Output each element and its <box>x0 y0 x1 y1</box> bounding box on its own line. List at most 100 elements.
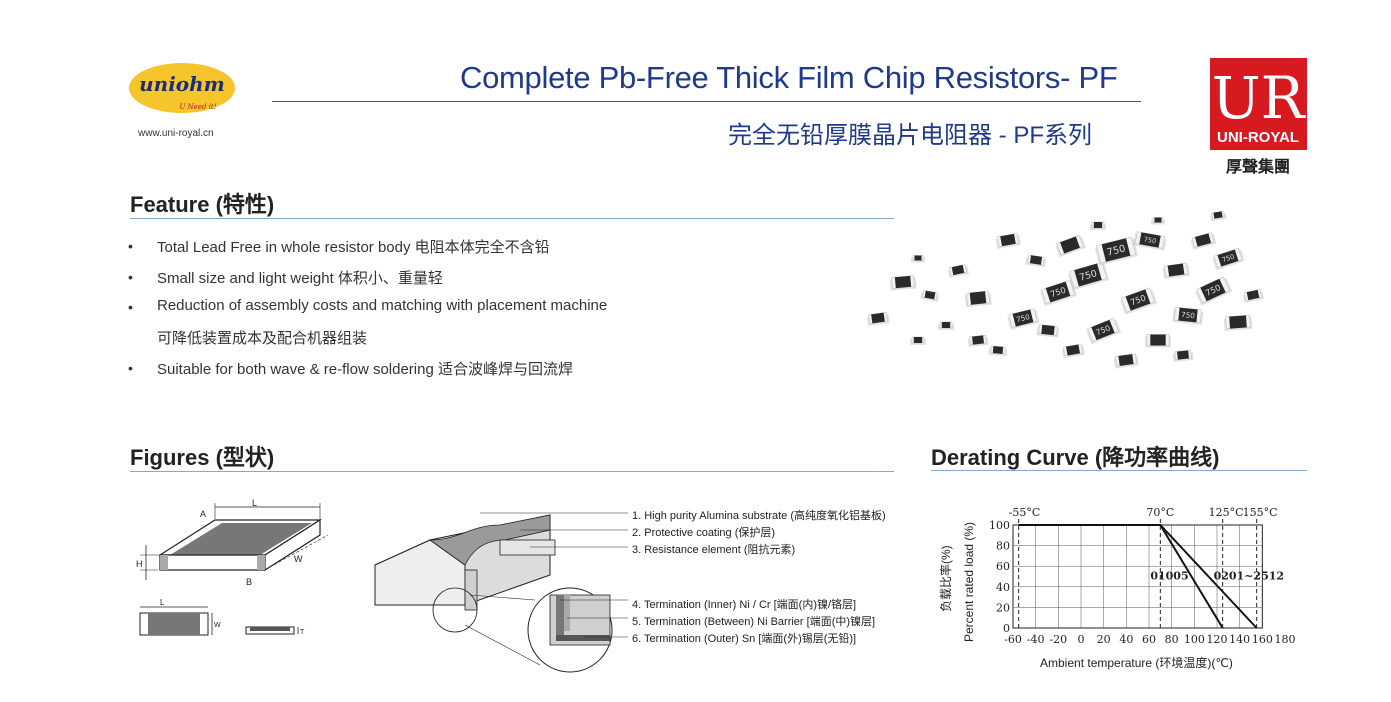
chip-resistor <box>1145 334 1171 348</box>
chip-marking: 750 <box>1143 235 1157 245</box>
layer-label: 4. Termination (Inner) Ni / Cr [端面(内)镍/铬… <box>632 599 857 611</box>
dim-l: L <box>252 498 257 508</box>
chip-resistor <box>947 264 970 278</box>
x-tick-label: 60 <box>1142 633 1156 646</box>
dim-w-top: W <box>214 622 221 629</box>
temp-mark-label: 155°C <box>1243 506 1278 519</box>
ur-brand: UNI-ROYAL <box>1217 129 1299 146</box>
uniohm-logo: uniohm U Need it! <box>129 63 235 113</box>
x-tick-label: 40 <box>1119 633 1133 646</box>
chip-resistor <box>1223 314 1253 331</box>
chip-resistor <box>1061 343 1085 359</box>
curve-label-0201-2512: 0201~2512 <box>1214 570 1284 583</box>
y-axis-label-en: Percent rated load (%) <box>962 522 976 642</box>
chip-resistor <box>995 233 1022 249</box>
chip-resistor: 750 <box>1212 247 1245 271</box>
page-subtitle-cn: 完全无铅厚膜晶片电阻器 - PF系列 <box>728 122 1092 149</box>
x-tick-label: 20 <box>1097 633 1111 646</box>
y-tick-label: 40 <box>996 581 1010 594</box>
x-axis-label: Ambient temperature (环境温度)(℃) <box>1040 655 1233 670</box>
derating-rule <box>931 470 1307 471</box>
dim-a: A <box>200 509 206 519</box>
layer-label: 3. Resistance element (阻抗元素) <box>632 544 796 556</box>
title-divider <box>272 101 1141 102</box>
bullet-icon: • <box>128 269 133 285</box>
y-tick-label: 60 <box>996 560 1010 573</box>
layer-label: 1. High purity Alumina substrate (高纯度氧化铝… <box>632 510 886 522</box>
temp-mark-label: 125°C <box>1209 506 1244 519</box>
chip-resistor <box>1090 221 1106 230</box>
chip-resistor: 750 <box>1132 231 1167 251</box>
chip-resistor <box>910 336 926 345</box>
chip-resistor: 750 <box>1007 308 1040 330</box>
figures-rule <box>130 471 894 472</box>
feature-rule <box>130 218 894 219</box>
x-tick-label: 80 <box>1165 633 1179 646</box>
bullet-icon: • <box>128 238 133 254</box>
logo-text: uniohm <box>139 72 225 96</box>
bullet-icon: • <box>128 299 133 315</box>
chip-resistor <box>988 345 1008 357</box>
chip-resistor: 750 <box>1195 276 1233 306</box>
dim-b: B <box>246 577 252 587</box>
layer-label: 5. Termination (Between) Ni Barrier [端面(… <box>632 616 876 628</box>
layer-label: 6. Termination (Outer) Sn [端面(外)锡层(无铅)] <box>632 633 857 645</box>
chip-resistor <box>964 290 992 308</box>
layer-label: 2. Protective coating (保护层) <box>632 527 776 539</box>
cross-section-drawing <box>374 512 628 673</box>
chip-resistor <box>1025 254 1047 268</box>
ur-cn: 厚聲集團 <box>1226 157 1290 176</box>
chip-marking: 750 <box>1015 312 1031 324</box>
x-tick-label: -40 <box>1027 633 1045 646</box>
series-line-1 <box>1018 524 1258 629</box>
chip-resistor <box>967 334 989 348</box>
chart-series <box>1018 524 1258 629</box>
x-tick-label: 140 <box>1229 633 1250 646</box>
x-tick-label: 120 <box>1207 633 1228 646</box>
chip-resistor <box>1162 262 1190 280</box>
figures-heading: Figures (型状) <box>130 445 275 470</box>
chip-resistor: 750 <box>1120 287 1158 315</box>
chip-resistor: 750 <box>1067 261 1110 291</box>
feature-item: Suitable for both wave & re-flow solderi… <box>157 361 573 378</box>
chip-resistor <box>1172 349 1194 363</box>
feature-item-cn: 可降低装置成本及配合机器组装 <box>157 330 368 347</box>
y-axis-label-cn: 负载比率(%) <box>938 545 953 612</box>
chip-resistor <box>938 321 954 330</box>
chip-marking: 750 <box>1078 268 1098 284</box>
chip-marking: 750 <box>1221 253 1235 265</box>
y-tick-label: 0 <box>1003 622 1010 635</box>
chip-resistor <box>1242 289 1265 303</box>
x-tick-label: -20 <box>1049 633 1067 646</box>
temp-mark-label: 70°C <box>1146 506 1174 519</box>
y-tick-label: 100 <box>989 519 1010 532</box>
dimension-drawing: L A H W B L W T <box>136 498 329 636</box>
bullet-icon: • <box>128 360 133 376</box>
chip-resistor <box>1190 232 1217 250</box>
feature-item: Reduction of assembly costs and matching… <box>157 297 608 314</box>
chip-resistor <box>1055 234 1086 258</box>
chip-resistor <box>1036 324 1060 338</box>
x-tick-label: 160 <box>1252 633 1273 646</box>
chip-marking: 750 <box>1181 310 1196 320</box>
page-title: Complete Pb-Free Thick Film Chip Resisto… <box>460 60 1118 95</box>
feature-heading: Feature (特性) <box>130 192 275 217</box>
x-tick-label: 180 <box>1275 633 1296 646</box>
ur-letters: UR <box>1212 64 1307 132</box>
y-tick-label: 20 <box>996 601 1010 614</box>
website-text: www.uni-royal.cn <box>138 128 214 139</box>
dim-w: W <box>294 554 303 564</box>
chip-resistor: 750 <box>1172 306 1204 326</box>
chip-resistor: 750 <box>1086 317 1122 345</box>
chip-resistor <box>1151 217 1165 225</box>
chip-resistor <box>866 312 890 326</box>
chip-resistor: 750 <box>1040 279 1078 307</box>
x-tick-label: 100 <box>1184 633 1205 646</box>
x-tick-label: 0 <box>1078 633 1085 646</box>
chip-marking: 750 <box>1049 285 1067 299</box>
dim-h: H <box>136 559 143 569</box>
chip-resistor <box>1209 210 1227 222</box>
